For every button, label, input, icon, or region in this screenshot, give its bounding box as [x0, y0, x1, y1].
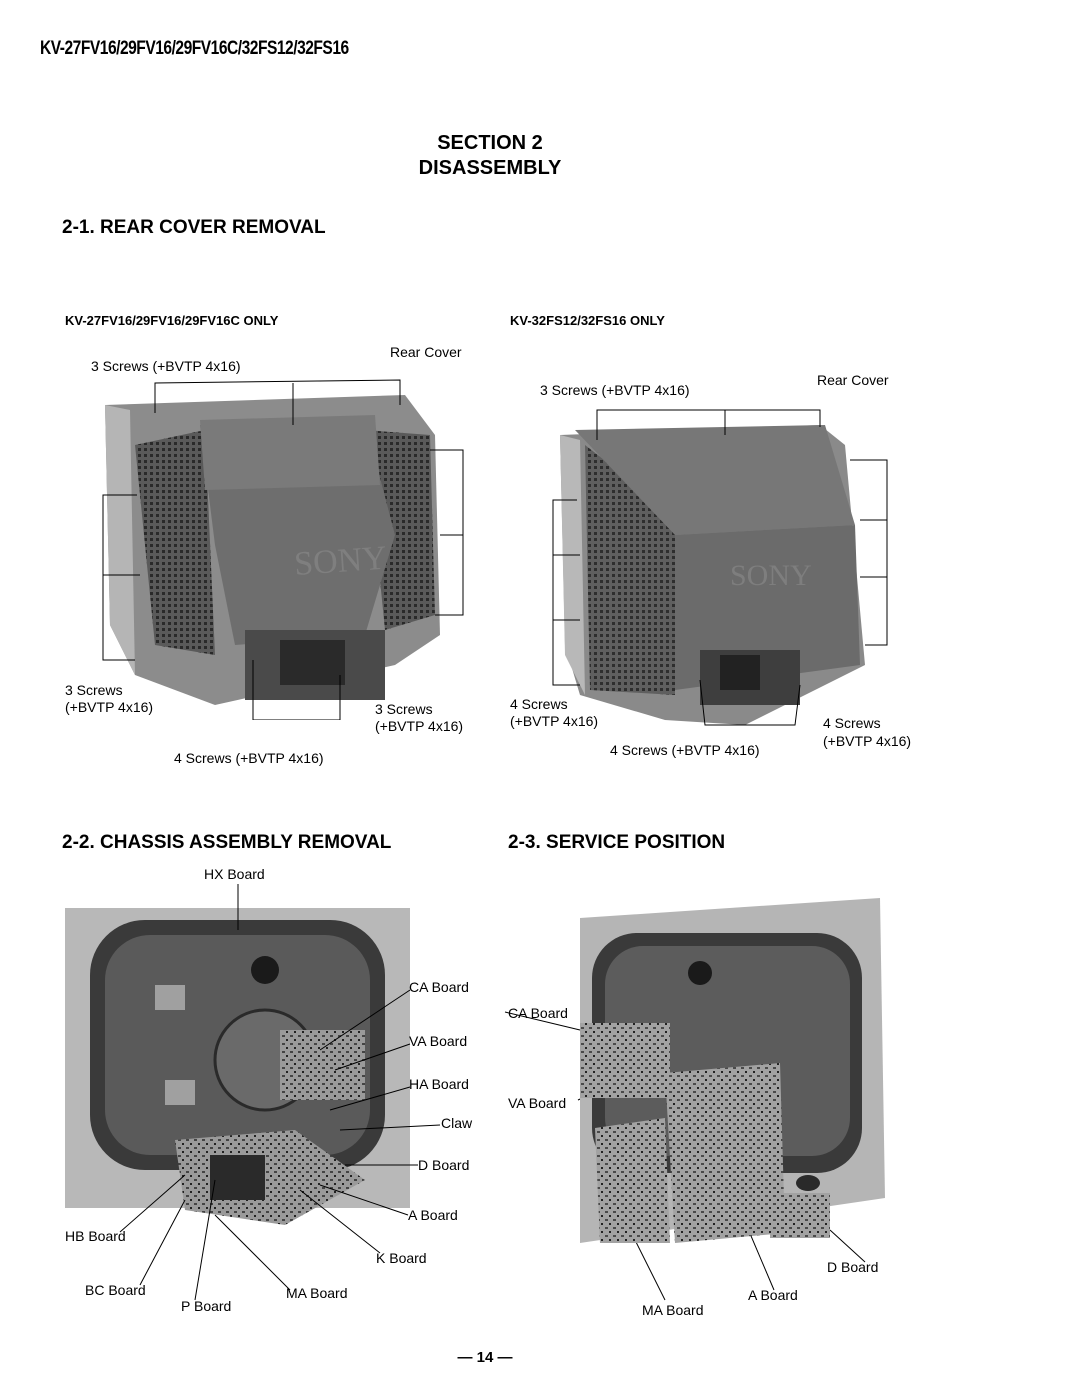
page-number: — 14 — — [457, 1349, 513, 1366]
right-side-screws-label-1: 4 Screws — [510, 696, 568, 712]
svg-text:SONY: SONY — [730, 559, 812, 592]
section-name: DISASSEMBLY — [418, 157, 562, 179]
section-number: SECTION 2 — [437, 132, 543, 154]
service-heading: 2-3. SERVICE POSITION — [508, 832, 726, 853]
left-side-screws-label-2: (+BVTP 4x16) — [65, 699, 154, 715]
left-right-screws-label-1: 3 Screws — [375, 701, 433, 717]
service-position-photo — [580, 898, 885, 1243]
service-ca-board-label: CA Board — [508, 1005, 568, 1021]
hb-board-label: HB Board — [65, 1228, 126, 1244]
model-header: KV-27FV16/29FV16/29FV16C/32FS12/32FS16 — [40, 38, 349, 59]
chassis-removal-photo — [65, 908, 410, 1225]
chassis-heading: 2-2. CHASSIS ASSEMBLY REMOVAL — [62, 832, 392, 853]
service-va-board-label: VA Board — [508, 1095, 567, 1111]
right-model-subheading: KV-32FS12/32FS16 ONLY — [510, 313, 665, 328]
ma-board-label: MA Board — [286, 1285, 348, 1301]
service-a-board-label: A Board — [748, 1287, 798, 1303]
right-side-screws-label-2: (+BVTP 4x16) — [510, 713, 599, 729]
p-board-label: P Board — [181, 1298, 232, 1314]
rear-view-photo-27-29: SONY — [102, 379, 464, 720]
right-right-screws-label-1: 4 Screws — [823, 715, 881, 731]
right-rear-cover-label: Rear Cover — [817, 372, 889, 388]
k-board-label: K Board — [376, 1250, 427, 1266]
left-rear-cover-label: Rear Cover — [390, 344, 462, 360]
svg-text:SONY: SONY — [293, 540, 388, 583]
right-top-screws-label: 3 Screws (+BVTP 4x16) — [540, 382, 690, 398]
left-model-subheading: KV-27FV16/29FV16/29FV16C ONLY — [65, 313, 279, 328]
bc-board-label: BC Board — [85, 1282, 146, 1298]
hx-board-label: HX Board — [204, 866, 265, 882]
ha-board-label: HA Board — [409, 1076, 469, 1092]
left-bottom-screws-label: 4 Screws (+BVTP 4x16) — [174, 750, 324, 766]
left-right-screws-label-2: (+BVTP 4x16) — [375, 718, 464, 734]
left-side-screws-label-1: 3 Screws — [65, 682, 123, 698]
right-right-screws-label-2: (+BVTP 4x16) — [823, 733, 912, 749]
rear-view-photo-32: SONY — [552, 409, 888, 726]
right-bottom-screws-label: 4 Screws (+BVTP 4x16) — [610, 742, 760, 758]
va-board-label: VA Board — [409, 1033, 468, 1049]
service-d-board-label: D Board — [827, 1259, 879, 1275]
rear-cover-heading: 2-1. REAR COVER REMOVAL — [62, 217, 326, 238]
claw-label: Claw — [441, 1115, 473, 1131]
ca-board-label: CA Board — [409, 979, 469, 995]
left-top-screws-label: 3 Screws (+BVTP 4x16) — [91, 358, 241, 374]
service-ma-board-label: MA Board — [642, 1302, 704, 1318]
d-board-label: D Board — [418, 1157, 470, 1173]
a-board-label: A Board — [408, 1207, 458, 1223]
